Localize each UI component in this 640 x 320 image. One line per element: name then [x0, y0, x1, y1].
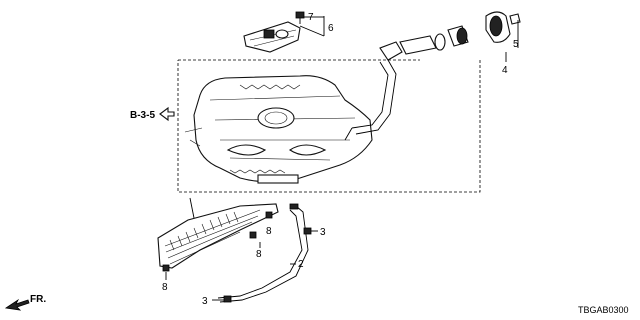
assembly-boundary: [177, 59, 481, 193]
label-7: 7: [308, 12, 314, 23]
label-3b: 3: [202, 296, 208, 307]
diagram-code: TBGAB0300: [578, 305, 629, 315]
label-3a: 3: [320, 227, 326, 238]
label-8a: 8: [256, 249, 262, 260]
front-label: FR.: [30, 294, 46, 305]
clip-8a: [249, 231, 257, 239]
filler-pipe: [344, 25, 469, 141]
label-4: 4: [502, 65, 508, 76]
heat-shield: [243, 21, 301, 53]
label-8b: 8: [266, 226, 272, 237]
front-arrow: [4, 298, 30, 311]
clip-8c: [162, 264, 170, 272]
clip-8b: [265, 211, 273, 219]
reference-label: B-3-5: [130, 110, 155, 121]
label-6: 6: [328, 23, 334, 34]
label-5: 5: [513, 39, 519, 50]
reference-arrow: [159, 106, 175, 122]
tank-strap: [217, 203, 309, 303]
bolt-3a: [303, 227, 312, 235]
bolt-7: [295, 11, 305, 24]
fuel-lid: [485, 11, 521, 43]
label-8c: 8: [162, 282, 168, 293]
label-2: 2: [298, 259, 304, 270]
fuel-tank: [184, 75, 373, 184]
bolt-3b: [223, 295, 232, 303]
leader-lines: [165, 16, 519, 301]
